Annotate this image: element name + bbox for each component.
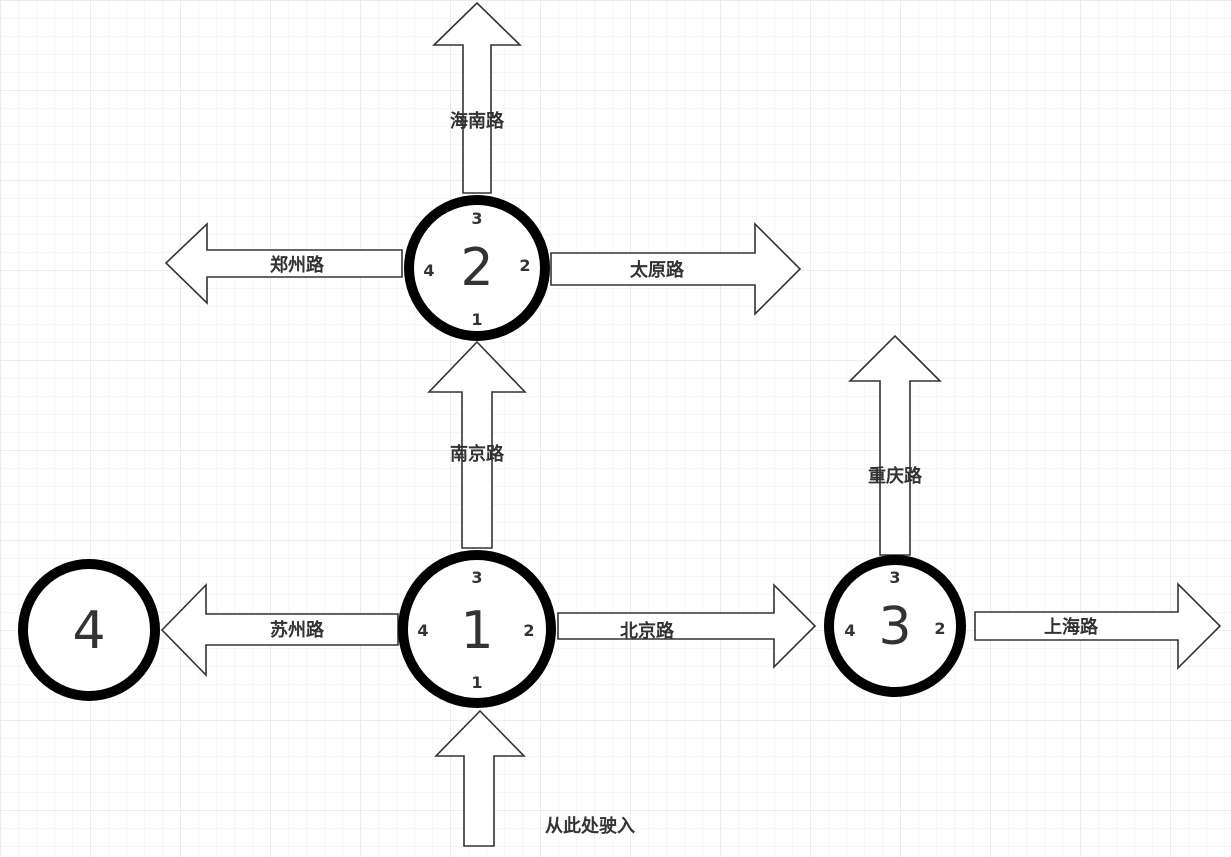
node-2 <box>404 195 550 341</box>
node-4 <box>18 559 160 701</box>
node-4-label: 4 <box>72 601 105 661</box>
road-label-taiyuan: 太原路 <box>630 259 685 281</box>
node-2-port-right: 2 <box>519 256 530 275</box>
arrow-suzhou-road <box>160 583 399 677</box>
arrow-entry <box>434 709 526 847</box>
road-label-suzhou: 苏州路 <box>270 619 325 641</box>
node-3 <box>824 555 966 697</box>
node-3-label: 3 <box>878 597 911 657</box>
road-label-chongqing: 重庆路 <box>868 465 923 487</box>
arrow-beijing-road <box>557 583 817 669</box>
node-2-label: 2 <box>460 238 493 298</box>
node-1 <box>398 550 556 708</box>
arrow-hainan-road <box>432 1 522 194</box>
node-1-port-right: 2 <box>523 621 534 640</box>
road-label-shanghai: 上海路 <box>1044 616 1099 638</box>
node-2-port-left: 4 <box>423 261 434 280</box>
node-2-port-bottom: 1 <box>471 310 482 329</box>
node-2-port-top: 3 <box>471 209 482 228</box>
node-1-port-left: 4 <box>417 621 428 640</box>
node-3-port-top: 3 <box>889 568 900 587</box>
node-3-port-right: 2 <box>934 619 945 638</box>
arrow-zhengzhou-road <box>164 222 403 305</box>
arrow-chongqing-road <box>848 334 942 556</box>
road-label-beijing: 北京路 <box>620 620 675 642</box>
entry-label: 从此处驶入 <box>545 815 635 837</box>
arrow-nanjing-road <box>427 340 527 549</box>
road-label-nanjing: 南京路 <box>450 443 505 465</box>
node-3-port-left: 4 <box>844 621 855 640</box>
node-1-label: 1 <box>460 601 493 661</box>
road-label-zhengzhou: 郑州路 <box>270 254 325 276</box>
node-1-port-top: 3 <box>471 568 482 587</box>
road-label-hainan: 海南路 <box>450 110 505 132</box>
arrow-taiyuan-road <box>550 222 802 316</box>
node-1-port-bottom: 1 <box>471 673 482 692</box>
arrow-shanghai-road <box>974 582 1222 670</box>
